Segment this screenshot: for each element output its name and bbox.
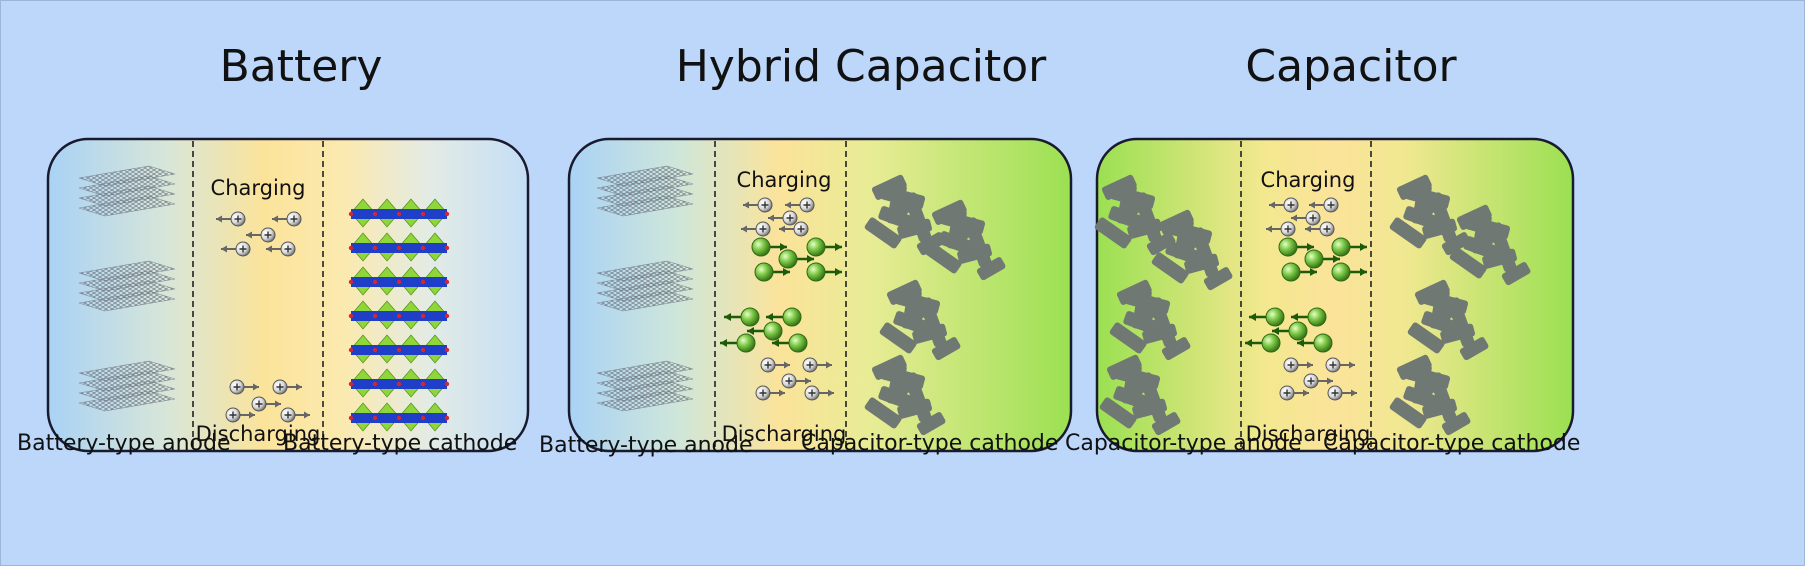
electrode-label-capacitor-anode: Capacitor-type anode [1065, 431, 1302, 456]
discharging-label: Discharging [1246, 422, 1371, 446]
electrode-label-battery-cathode: Battery-type cathode [283, 431, 518, 456]
panel-capacitor: Charging Discharging [1093, 137, 1575, 453]
panel-title-capacitor: Capacitor [1245, 41, 1457, 92]
electrode-label-hybrid-cathode: Capacitor-type cathode [801, 431, 1059, 456]
panel-battery: Charging Discharging [46, 137, 530, 453]
charging-label: Charging [737, 168, 832, 192]
panel-title-hybrid-capacitor: Hybrid Capacitor [675, 41, 1047, 92]
electrode-label-capacitor-cathode: Capacitor-type cathode [1323, 431, 1581, 456]
charging-label: Charging [1261, 168, 1356, 192]
cell-box-capacitor [1095, 137, 1575, 453]
electrode-label-battery-anode: Battery-type anode [17, 431, 231, 456]
discharging-label: Discharging [196, 422, 321, 446]
panel-title-battery: Battery [219, 41, 383, 92]
charging-label: Charging [211, 176, 306, 200]
electrode-label-hybrid-anode: Battery-type anode [539, 433, 753, 458]
discharging-label: Discharging [722, 422, 847, 446]
panel-hybrid-capacitor: Charging Discharging [567, 137, 1073, 453]
